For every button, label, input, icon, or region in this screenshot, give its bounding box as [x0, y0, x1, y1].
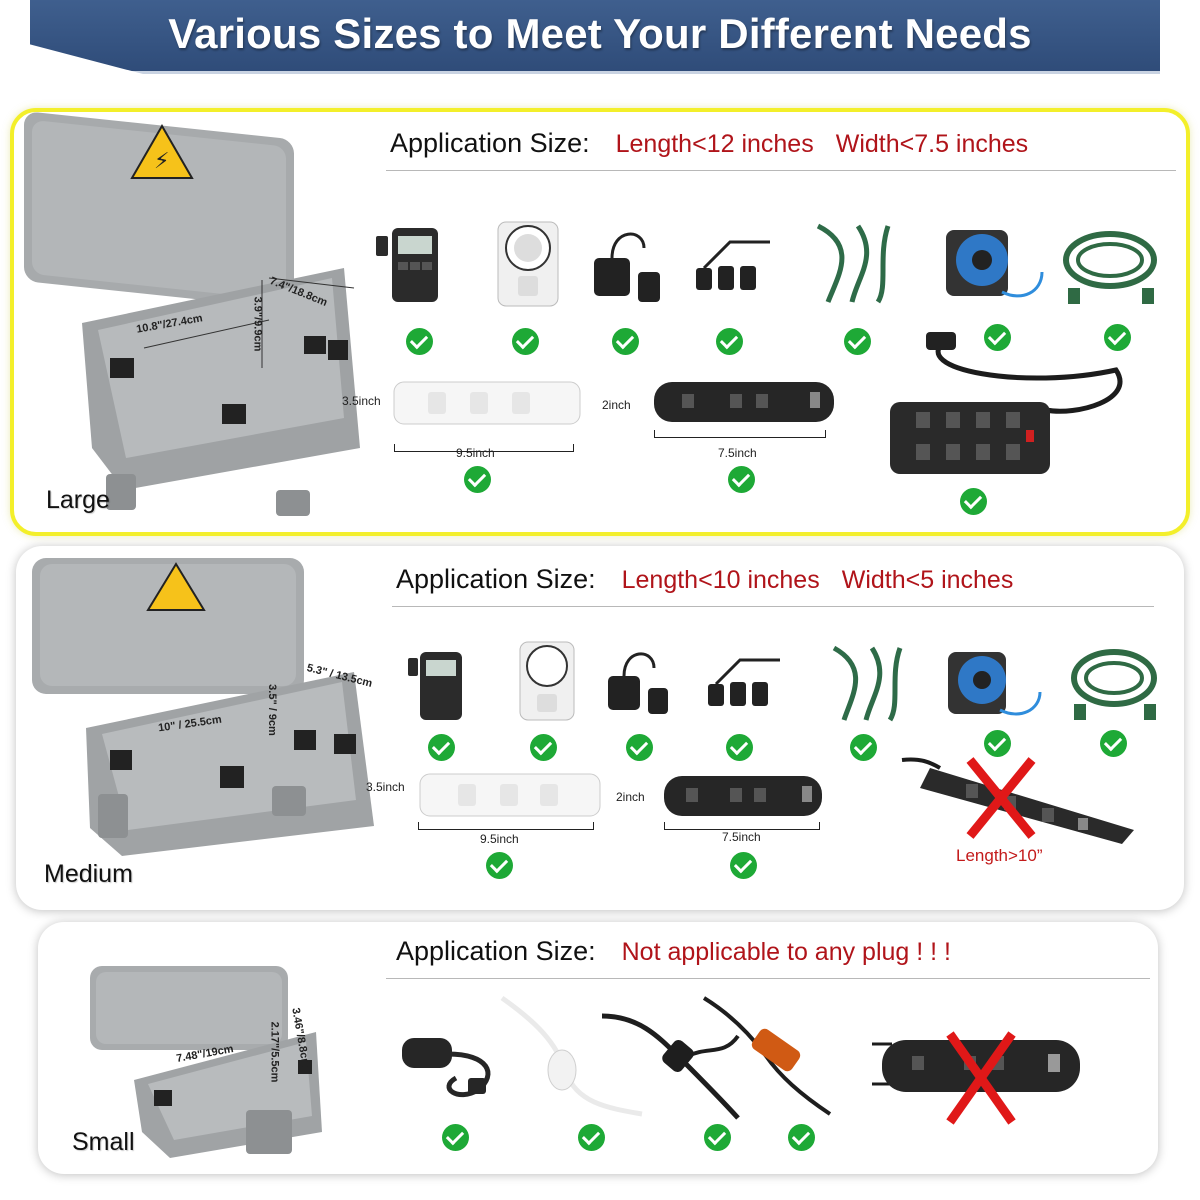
mechanical-timer-icon: [497, 221, 559, 307]
medium-divider: [392, 606, 1154, 607]
power-strip-icon: [654, 382, 834, 422]
small-box-image: [90, 966, 322, 1158]
check-icon: [844, 328, 871, 355]
green-cord-icon: [1071, 649, 1157, 720]
large-box-image: ⚡: [24, 112, 360, 516]
check-icon: [612, 328, 639, 355]
large-black-width: 7.5inch: [718, 446, 757, 460]
medium-box-height: 3.5" / 9cm: [265, 684, 278, 736]
power-strip-icon: [664, 776, 822, 816]
check-icon: [984, 324, 1011, 351]
check-icon: [726, 734, 753, 761]
large-size-label: Large: [46, 486, 110, 514]
small-application-row: Application Size: Not applicable to any …: [396, 936, 973, 967]
green-splitter-icon: [816, 223, 891, 304]
check-icon: [960, 488, 987, 515]
extension-cord-icon: [702, 996, 832, 1116]
medium-width-spec: Width<5 inches: [841, 566, 1014, 594]
check-icon: [728, 466, 755, 493]
check-icon: [530, 734, 557, 761]
small-application-label: Application Size:: [396, 936, 596, 966]
green-splitter-icon: [832, 645, 903, 722]
check-icon: [578, 1124, 605, 1151]
cord-reel-icon: [946, 230, 1044, 298]
small-divider: [386, 978, 1150, 979]
check-icon: [486, 852, 513, 879]
medium-box-image: [32, 558, 374, 856]
green-cord-icon: [1063, 231, 1157, 304]
power-strip-icon: [393, 381, 581, 425]
check-icon: [730, 852, 757, 879]
large-white-height: 3.5inch: [342, 394, 381, 408]
medium-application-label: Application Size:: [396, 564, 596, 594]
large-divider: [386, 170, 1176, 171]
large-application-row: Application Size: Length<12 inches Width…: [390, 128, 1050, 159]
large-black-height: 2inch: [602, 398, 631, 412]
remote-outlet-icon: [608, 652, 668, 714]
timer-icon: [408, 652, 462, 720]
check-icon: [704, 1124, 731, 1151]
large-white-width: 9.5inch: [456, 446, 495, 460]
svg-text:⚡: ⚡: [154, 149, 169, 174]
extension-cord-icon: [500, 995, 643, 1117]
large-box-height: 3.9"/9.9cm: [251, 296, 264, 352]
cord-reel-icon: [948, 652, 1042, 716]
power-strip-icon: [419, 773, 601, 817]
medium-reject-note: Length>10”: [956, 846, 1043, 865]
power-strip-icon: [890, 332, 1123, 474]
splitter-cord-icon: [708, 658, 780, 706]
check-icon: [788, 1124, 815, 1151]
page-title: Various Sizes to Meet Your Different Nee…: [168, 10, 1032, 57]
check-icon: [512, 328, 539, 355]
check-icon: [716, 328, 743, 355]
check-icon: [626, 734, 653, 761]
medium-black-width: 7.5inch: [722, 830, 761, 844]
medium-black-height: 2inch: [616, 790, 645, 804]
check-icon: [1104, 324, 1131, 351]
check-icon: [850, 734, 877, 761]
check-icon: [406, 328, 433, 355]
timer-icon: [376, 228, 438, 302]
remote-outlet-icon: [594, 232, 660, 302]
mechanical-timer-icon: [519, 641, 575, 721]
medium-white-height: 3.5inch: [366, 780, 405, 794]
large-application-label: Application Size:: [390, 128, 590, 158]
small-box-height: 2.17"/5.5cm: [268, 1021, 281, 1083]
large-length-spec: Length<12 inches: [615, 130, 814, 158]
check-icon: [984, 730, 1011, 757]
medium-white-width: 9.5inch: [480, 832, 519, 846]
splitter-cord-icon: [696, 240, 770, 290]
check-icon: [464, 466, 491, 493]
red-x-icon: [946, 1031, 1016, 1125]
check-icon: [442, 1124, 469, 1151]
small-size-label: Small: [72, 1128, 135, 1156]
medium-size-label: Medium: [44, 860, 133, 888]
extension-cord-icon: [402, 1038, 491, 1097]
red-x-icon: [966, 757, 1036, 839]
large-width-spec: Width<7.5 inches: [835, 130, 1029, 158]
check-icon: [428, 734, 455, 761]
extension-cord-icon: [601, 1013, 740, 1120]
header-banner: [30, 0, 1160, 74]
small-spec: Not applicable to any plug ! ! !: [621, 938, 951, 966]
medium-length-spec: Length<10 inches: [621, 566, 820, 594]
check-icon: [1100, 730, 1127, 757]
medium-application-row: Application Size: Length<10 inches Width…: [396, 564, 1035, 595]
